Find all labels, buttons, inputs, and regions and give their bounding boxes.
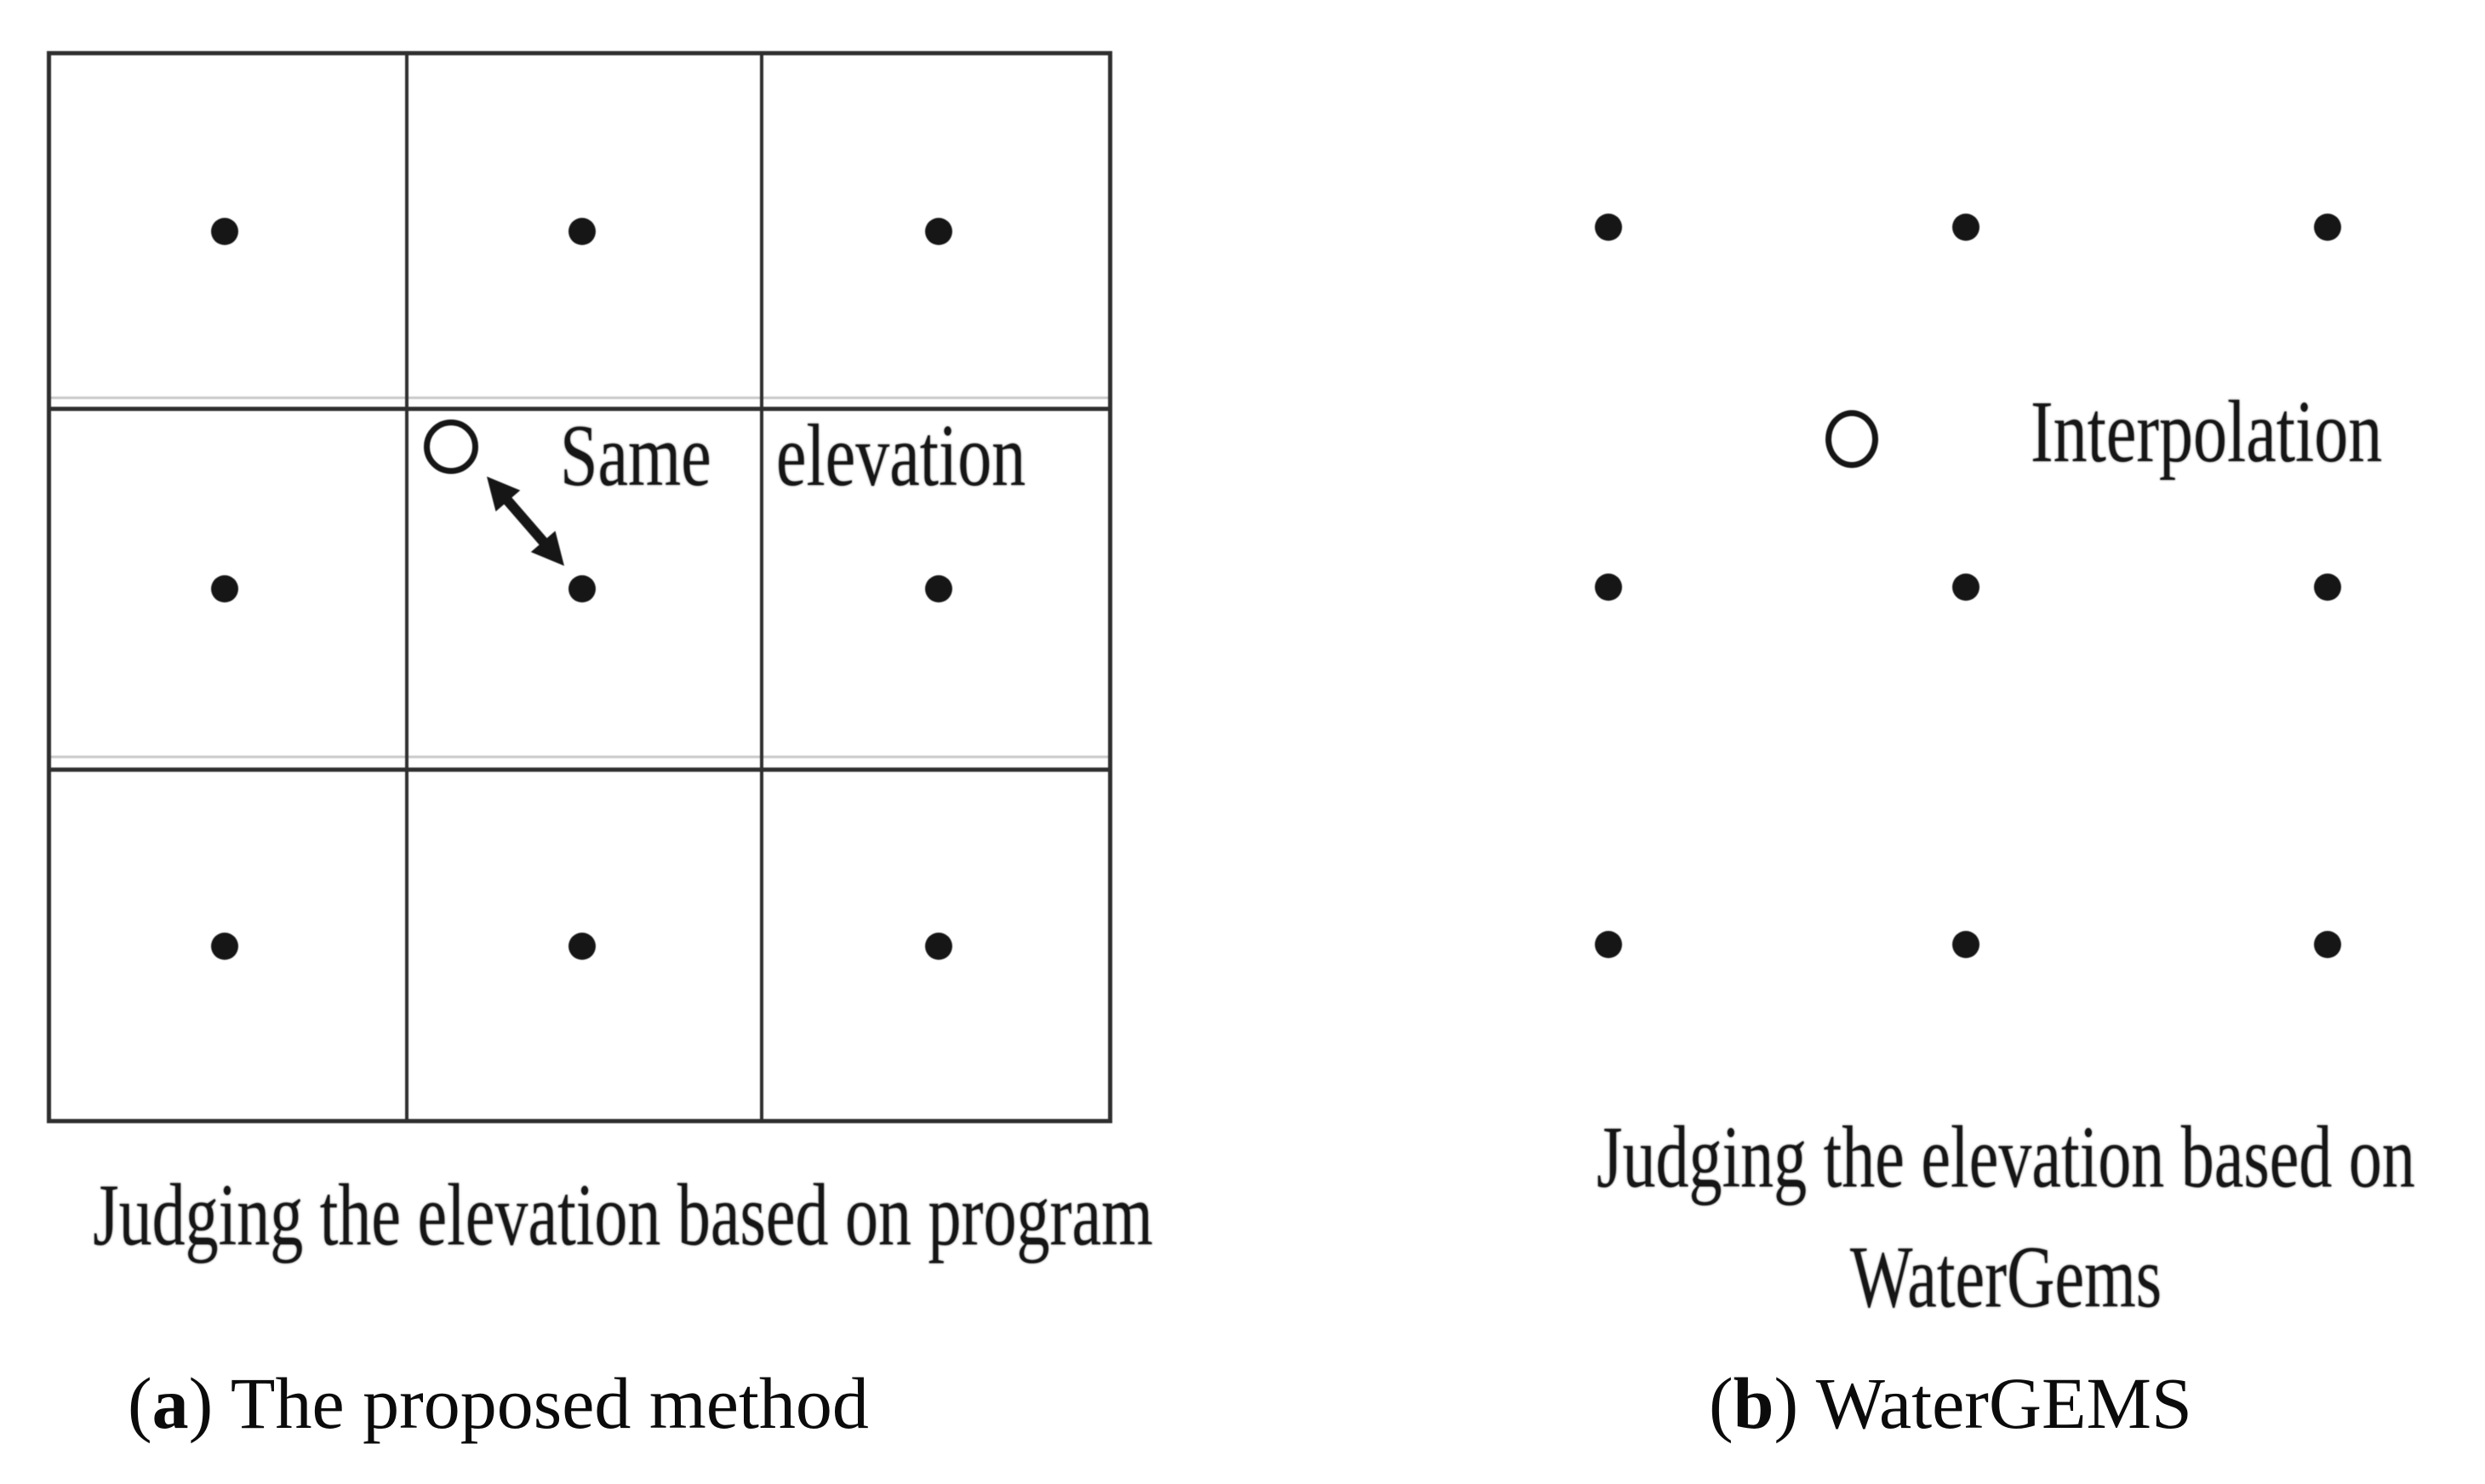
subfigure-label-a: (a)The proposed method [128,1367,869,1440]
label-b-title: WaterGEMS [1815,1362,2192,1444]
grid-node-dot [1952,574,1979,601]
label-b-open-paren: ( [1709,1362,1734,1444]
elevation-grid [47,51,1112,1123]
grid-line-horizontal-2 [51,768,1108,772]
grid-node-dot [568,933,596,960]
grid-line-ghost-1 [51,397,1108,399]
grid-line-vertical-2 [760,55,763,1119]
subfigure-label-b: (b)WaterGEMS [1709,1367,2192,1440]
panel-b-caption-line1: Judging the elevation based on [1597,1107,2415,1207]
grid-node-dot [925,933,952,960]
grid-node-dot [925,575,952,602]
elevation-label: elevation [776,407,1026,505]
grid-node-dot [1595,214,1622,241]
grid-node-dot [211,218,238,245]
grid-node-dot [1952,931,1979,958]
grid-node-dot [211,933,238,960]
grid-node-dot [568,218,596,245]
grid-node-dot [2314,931,2341,958]
grid-node-dot [568,575,596,602]
label-a-open-paren: ( [128,1362,152,1444]
label-a-letter: a [151,1362,189,1444]
panel-b-caption: Judging the elevation based on WaterGems [1525,1107,2485,1321]
query-point-circle-b [1825,410,1878,468]
label-a-title: The proposed method [230,1362,869,1444]
grid-node-dot [1952,214,1979,241]
grid-node-dot [2314,214,2341,241]
query-point-circle-a [424,420,478,474]
grid-node-dot [1595,574,1622,601]
panel-a-caption: Judging the elevation based on program [93,1165,1153,1264]
grid-line-ghost-2 [51,756,1108,758]
grid-node-dot [1595,931,1622,958]
label-b-letter: b [1733,1362,1774,1444]
same-label: Same [560,407,711,505]
panel-b-caption-line2: WaterGems [1849,1227,2162,1327]
label-a-close-paren: ) [188,1362,214,1444]
label-b-close-paren: ) [1774,1362,1799,1444]
grid-node-dot [2314,574,2341,601]
grid-node-dot [925,218,952,245]
grid-line-vertical-1 [405,55,408,1119]
grid-node-dot [211,575,238,602]
grid-line-horizontal-1 [51,407,1108,411]
interpolation-label: Interpolation [2031,383,2383,482]
